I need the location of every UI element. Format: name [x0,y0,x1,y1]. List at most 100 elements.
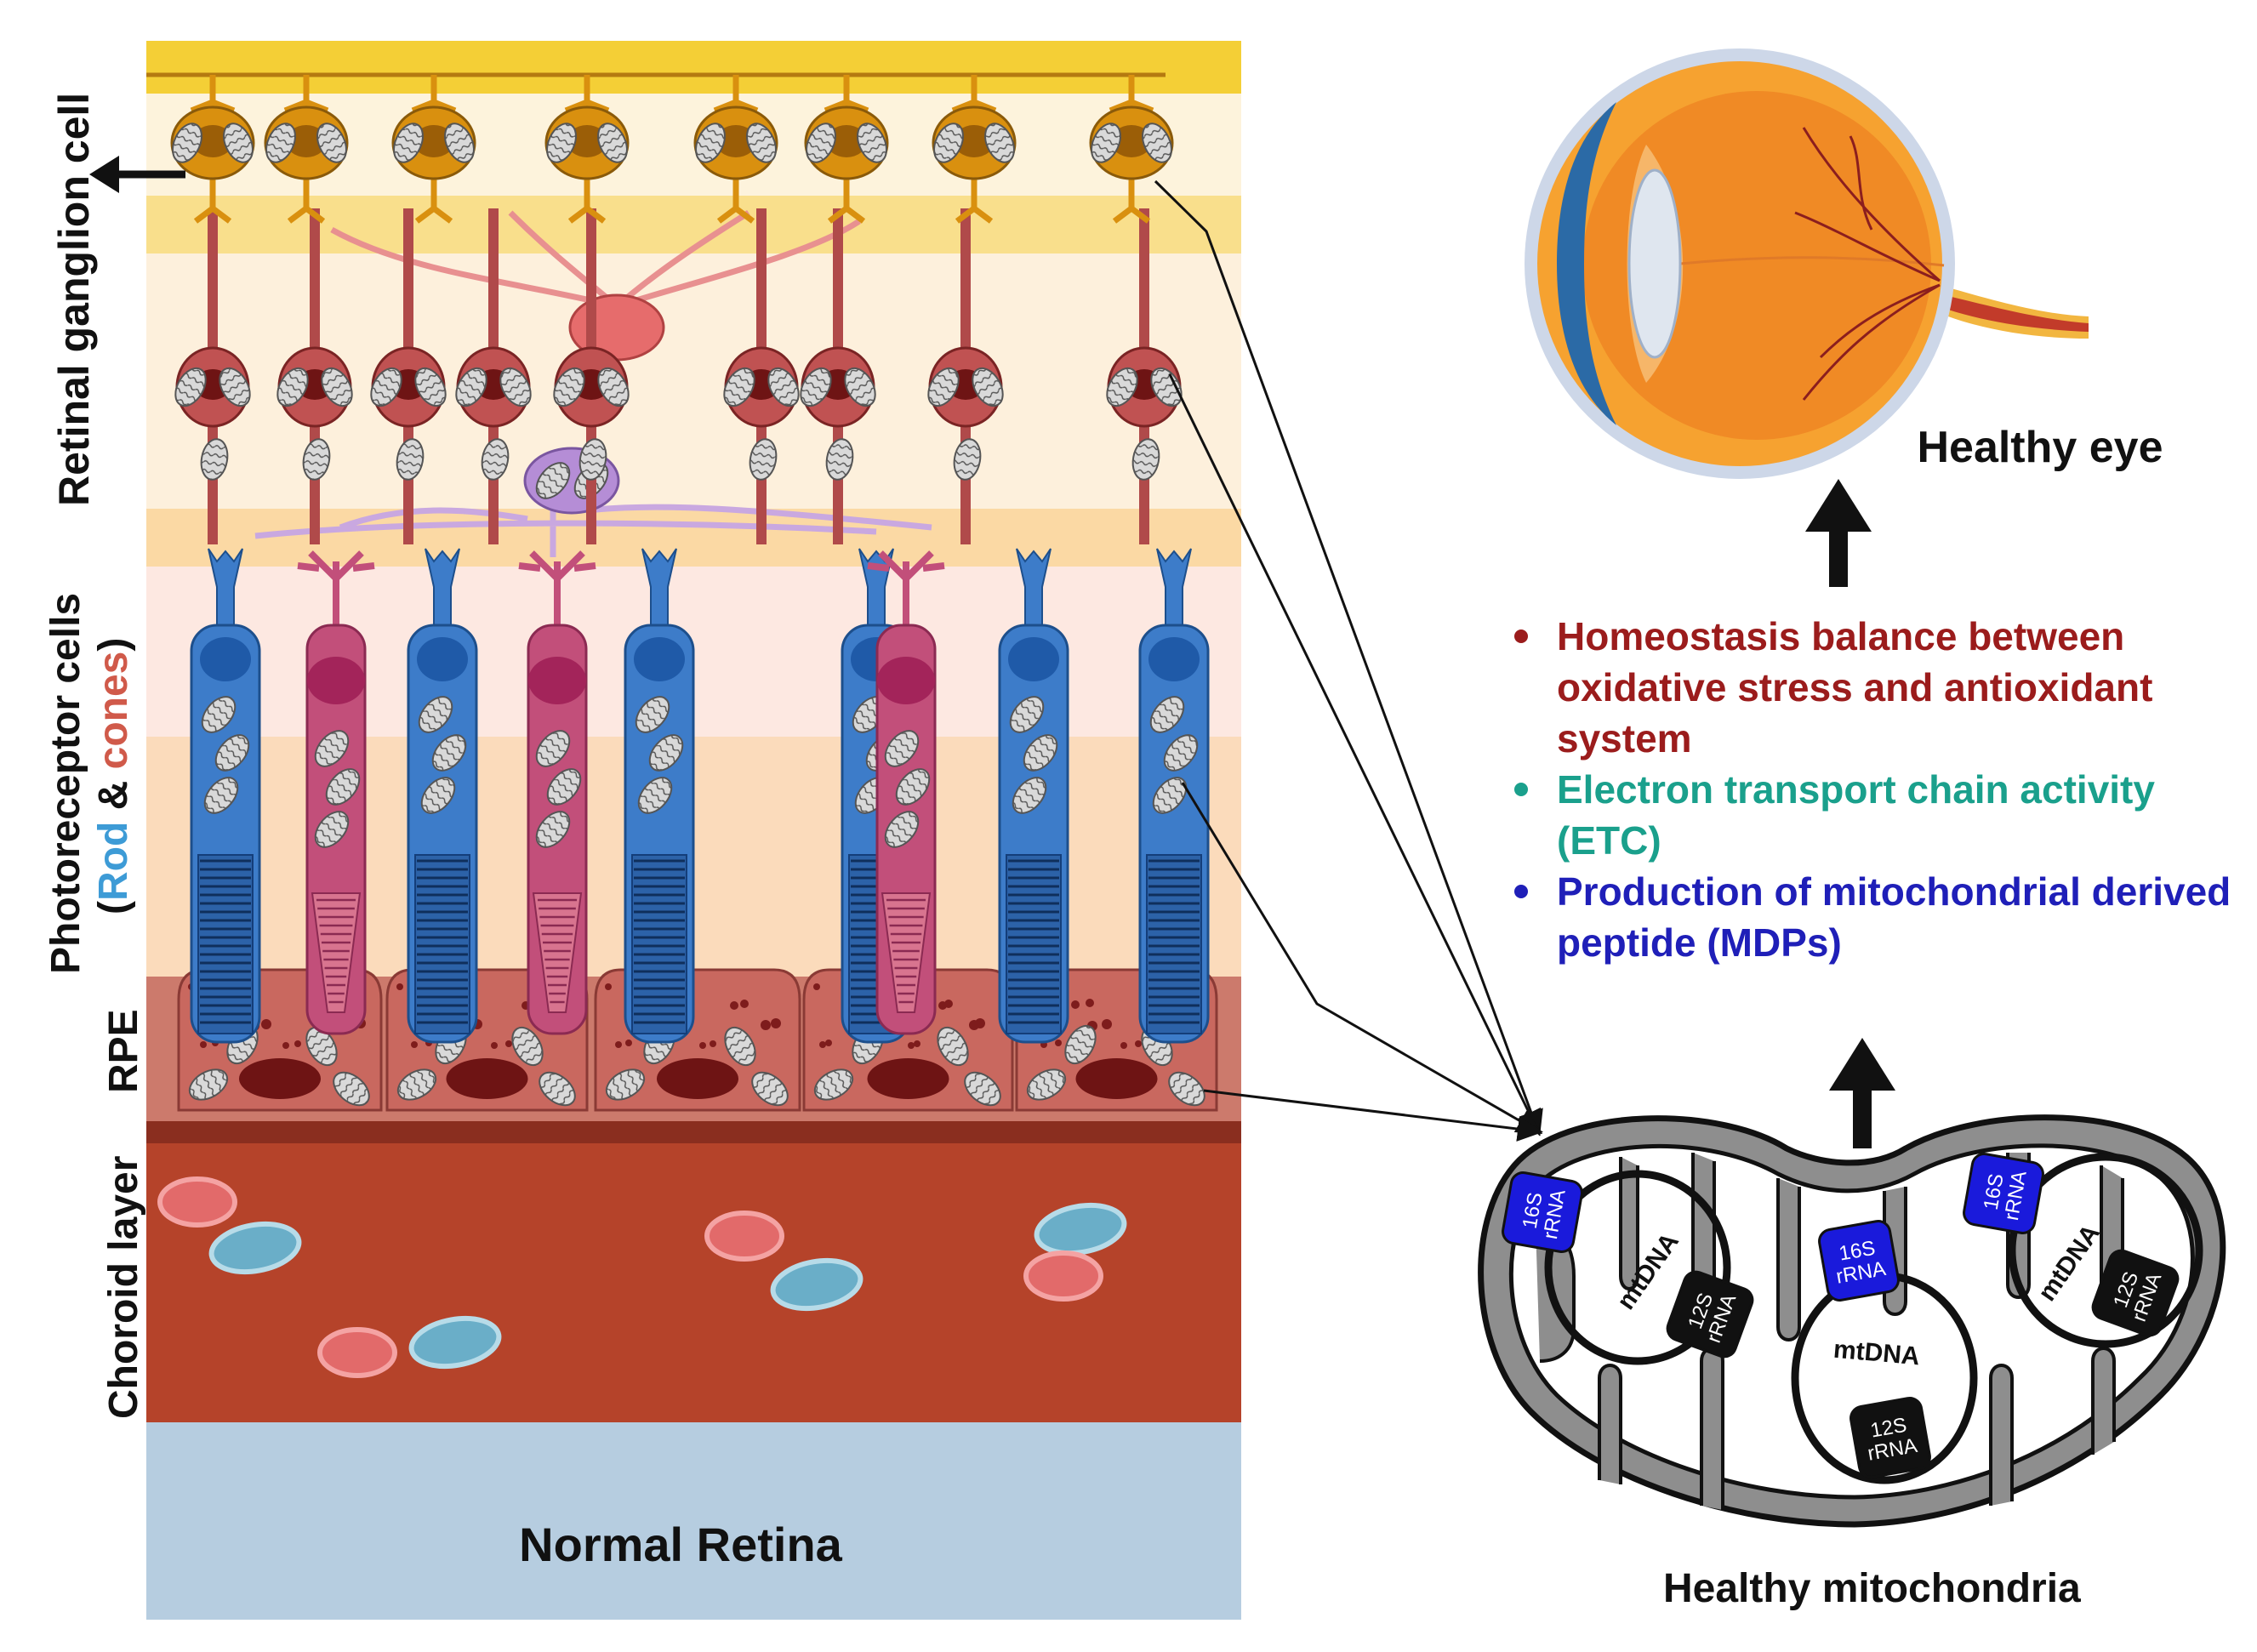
bullet-dot [1514,885,1528,898]
photoreceptor-line2: (Rod & cones) [90,593,138,974]
mitochondrion-icon [201,696,237,733]
rod-nucleus [634,637,685,681]
mitochondrion-icon [321,367,353,407]
rpe-nucleus [1075,1058,1158,1099]
mitochondrion-icon [535,462,571,499]
eye-illustration: Healthy eye [1525,48,2163,479]
mitochondrion-icon [396,1068,437,1101]
rod-nucleus [1008,637,1059,681]
mitochondrion-icon [316,122,347,163]
mitochondrion-icon [535,811,571,848]
ganglion-nucleus [567,125,607,157]
mitochondrion-icon [172,122,202,163]
rod-nucleus [1148,637,1200,681]
pigment-granule [294,1040,301,1047]
benefits-list: Homeostasis balance between oxidative st… [1506,611,2254,968]
mitochondrion-icon [1152,777,1188,814]
pigment-granule [825,1040,832,1046]
pigment-granule [908,1042,915,1049]
mitochondrion-icon [984,122,1015,163]
red-blood-cell [704,1211,784,1262]
red-blood-cell [317,1327,397,1378]
mitochondrion-icon [724,1026,756,1067]
mitochondrion-icon [444,122,475,163]
rod-word: Rod [91,821,136,902]
mitochondrion-icon [637,777,673,814]
pigment-granule [1102,1019,1112,1029]
mitochondrion-icon [1091,122,1121,163]
ganglion-nucleus [286,125,327,157]
mitochondrion-icon [895,768,931,806]
retina-panel: Normal Retina [146,41,1241,1620]
ganglion-arrow [89,156,185,193]
rpe-nucleus [239,1058,321,1099]
crista [1619,1157,1639,1290]
pigment-granule [1071,1000,1080,1009]
connector-lines [1154,179,1543,1142]
mitochondrion-icon [188,1068,229,1101]
mitochondrion-icon [546,122,577,163]
retinal-ganglion-text: Retinal ganglion cell [50,92,98,506]
pigment-granule [710,1040,716,1047]
mitochondrion-icon [200,438,229,481]
ganglion-process [713,75,759,224]
pigment-granule [914,1040,920,1047]
bullet-homeostasis: Homeostasis balance between oxidative st… [1506,611,2254,764]
mitochondrion-icon [1012,777,1047,814]
mitochondrion-icon [535,730,571,767]
mitochondrion-icon [174,367,207,407]
ganglion-nucleus [192,125,233,157]
crista [1989,1364,2014,1506]
photoreceptor-cells [190,548,1210,1044]
amp-word: & [91,769,136,822]
mitochondrion-icon [749,438,778,481]
mitochondrion-icon [1009,696,1045,733]
pigment-granule [699,1042,706,1049]
healthy-eye-label: Healthy eye [1917,423,2163,472]
mitochondrion-icon [800,367,832,407]
mitochondrion-icon [1150,367,1183,407]
rpe-nucleus [446,1058,528,1099]
cone-synapse [297,550,375,625]
choroid-label: Choroid layer [100,1156,147,1419]
red-blood-cell [157,1176,237,1228]
mitochondrion-icon [884,730,920,767]
pigment-granule [200,1041,207,1048]
mitochondrion-icon [314,730,350,767]
mitochondrion-icon [746,122,777,163]
pigment-granule [396,983,403,990]
pigment-granule [505,1040,512,1047]
bullet-text-etc: Electron transport chain activity (ETC) [1557,767,2155,863]
pigment-granule [282,1042,289,1049]
rod-outer-segment [414,854,470,1034]
cone-outer-segment [311,892,362,1013]
ganglion-nucleus [413,125,454,157]
pigment-granule [615,1041,622,1048]
mitochondrion-icon [1064,1024,1097,1065]
mitochondrion-icon [597,122,628,163]
mitochondrion-icon [751,1071,789,1107]
mitochondrion-icon [203,777,239,814]
blue-blood-cell [408,1315,502,1370]
pigment-granule [411,1041,418,1048]
pigment-granule [625,1040,632,1046]
cone-outer-segment [532,892,583,1013]
mitochondrion-icon [844,367,876,407]
mitochondrion-icon [1026,1068,1067,1101]
rod-synapse [208,548,243,626]
mitochondrion-icon [927,367,960,407]
choroid-text: Choroid layer [101,1155,146,1419]
rod-outer-segment [197,854,254,1034]
ganglion-nucleus [826,125,867,157]
rpe-label: RPE [100,1009,147,1093]
mitochondrion-icon [1131,438,1160,481]
up-arrow-top [1805,479,1872,587]
crista [2091,1347,2116,1455]
cone-nucleus [877,657,935,704]
bipolar-cells [174,208,1183,544]
mitochondrion-icon [511,1026,544,1067]
